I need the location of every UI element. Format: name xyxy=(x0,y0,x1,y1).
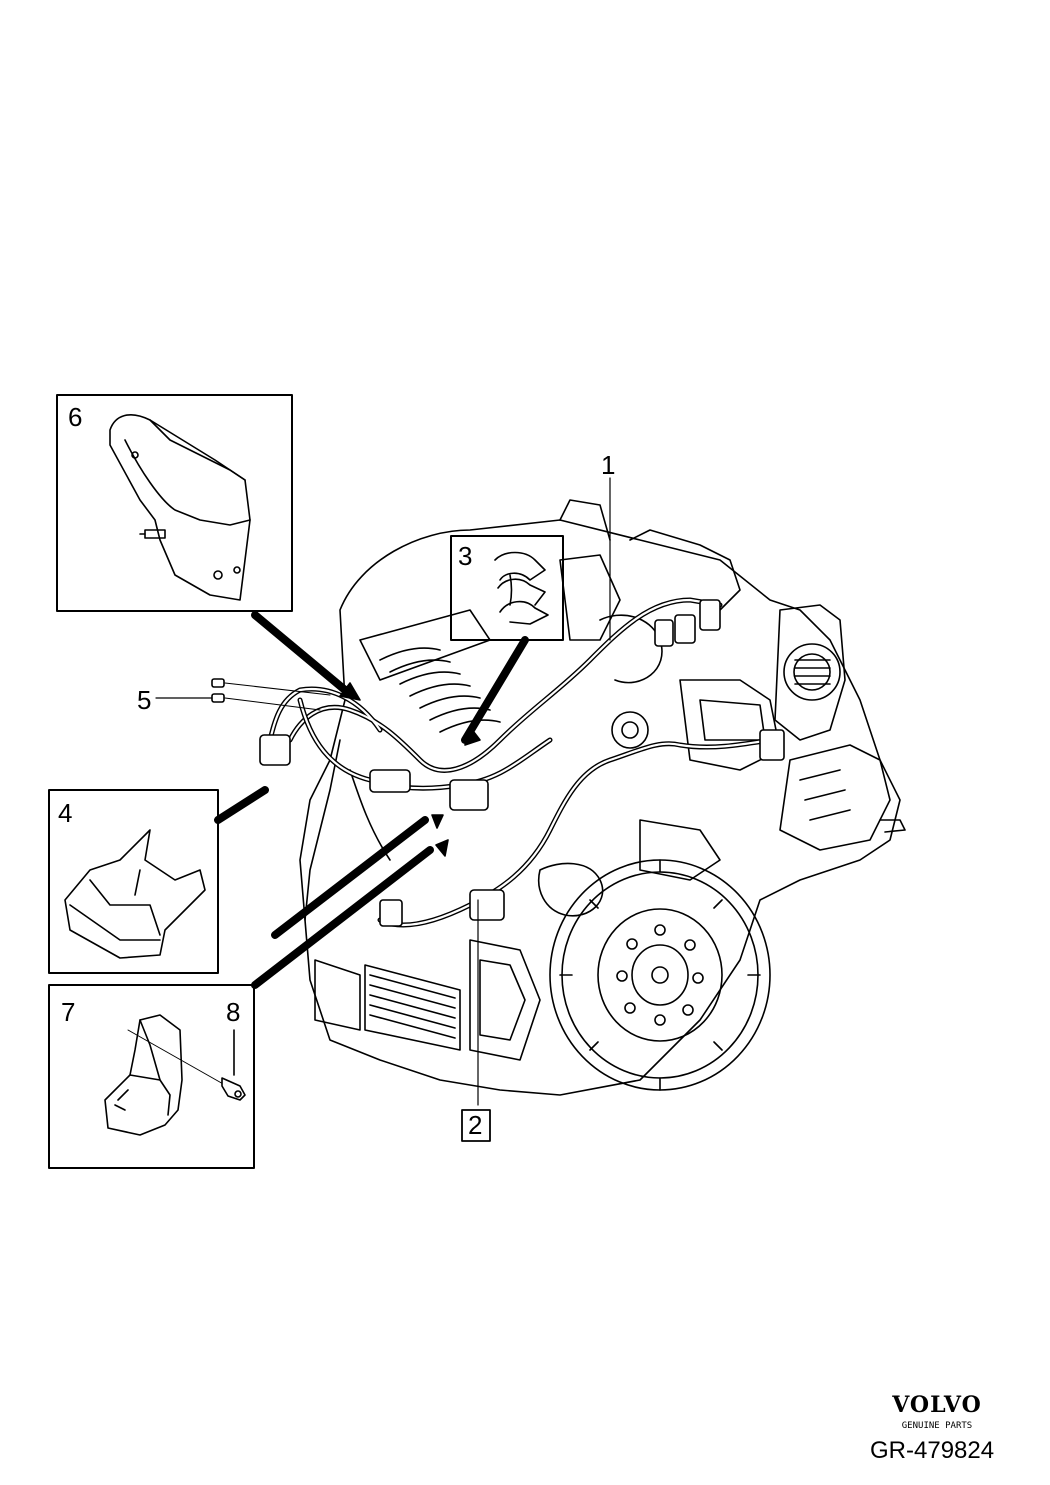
detail-box-7 xyxy=(48,984,255,1169)
clip-part-3 xyxy=(494,551,549,625)
pointer-arrows xyxy=(214,611,529,989)
detail-box-6 xyxy=(56,394,293,612)
callout-3: 3 xyxy=(458,541,473,571)
detail-box-4 xyxy=(48,789,219,974)
callout-2-box xyxy=(461,1109,491,1142)
callout-2: 2 xyxy=(468,1110,483,1140)
screw-part-8 xyxy=(221,1029,246,1101)
bracket-part-6 xyxy=(109,414,251,601)
flywheel xyxy=(549,859,771,1091)
callout-1: 1 xyxy=(601,450,616,480)
bolts-part-5 xyxy=(211,678,225,703)
callout-4: 4 xyxy=(58,798,73,828)
cover-part-7 xyxy=(104,1014,183,1136)
brand-subtitle: GENUINE PARTS xyxy=(901,1421,973,1431)
callout-5: 5 xyxy=(137,685,152,715)
turbo-fan xyxy=(774,604,846,741)
cover-part-4 xyxy=(64,829,206,959)
diagram-code: GR-479824 xyxy=(870,1437,995,1464)
engine-block xyxy=(299,499,906,1096)
volvo-logo: VOLVO GENUINE PARTS xyxy=(880,1392,994,1431)
brand-name: VOLVO xyxy=(892,1392,982,1418)
callout-7: 7 xyxy=(61,997,76,1027)
callout-6: 6 xyxy=(68,402,83,432)
detail-box-3 xyxy=(450,535,564,641)
callout-8: 8 xyxy=(226,997,241,1027)
